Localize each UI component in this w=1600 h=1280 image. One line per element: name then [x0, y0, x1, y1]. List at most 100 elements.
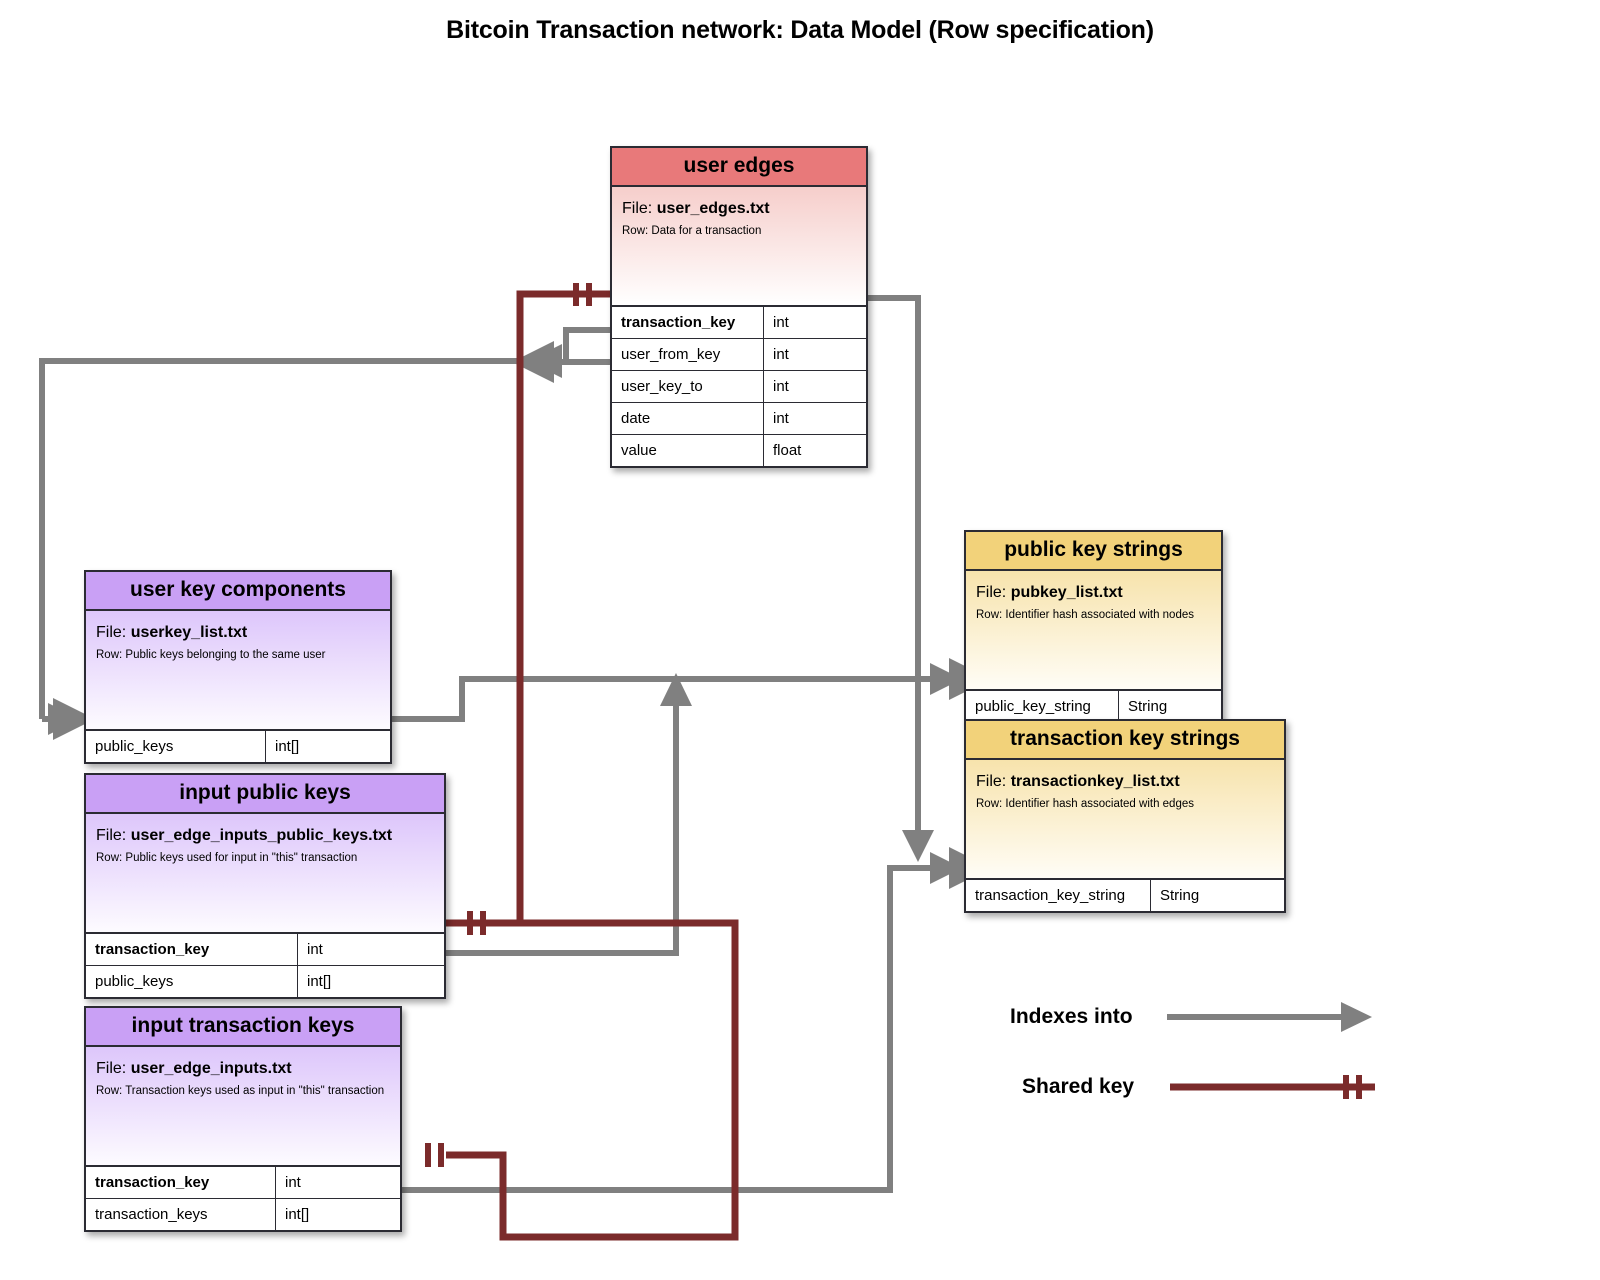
row-desc-text: Public keys belonging to the same user: [125, 649, 326, 662]
arrowhead-down-transactionkeystrings: [902, 830, 934, 862]
entity-title: input public keys: [86, 775, 444, 815]
file-name: user_edges.txt: [656, 200, 770, 218]
field-type: int: [773, 314, 789, 332]
field-name: transaction_key: [86, 1167, 276, 1199]
field-type: String: [1128, 698, 1168, 716]
field-type: int: [773, 346, 789, 364]
row-label: Row:: [976, 798, 1003, 811]
field-name: transaction_key_string: [966, 880, 1151, 912]
field-row[interactable]: value float: [612, 435, 866, 467]
field-row[interactable]: transaction_key_string String: [966, 880, 1284, 912]
file-name: userkey_list.txt: [130, 624, 248, 642]
entity-title: transaction key strings: [966, 721, 1284, 761]
entity-transaction-key-strings[interactable]: transaction key strings File: transactio…: [964, 719, 1286, 914]
page-title: Bitcoin Transaction network: Data Model …: [446, 16, 1154, 44]
row-desc-text: Public keys used for input in "this" tra…: [125, 852, 358, 865]
file-label: File:: [976, 584, 1007, 602]
entity-file: File: user_edge_inputs.txt: [96, 1059, 390, 1078]
field-name: date: [612, 403, 764, 435]
file-label: File:: [96, 1060, 127, 1078]
field-name: user_key_to: [612, 371, 764, 403]
field-row[interactable]: transaction_key int: [86, 934, 444, 967]
file-name: pubkey_list.txt: [1010, 584, 1123, 602]
field-name: value: [612, 435, 764, 467]
entity-file: File: user_edge_inputs_public_keys.txt: [96, 826, 434, 845]
entity-fields: transaction_key int user_from_key int us…: [612, 307, 866, 467]
field-row[interactable]: public_key_string String: [966, 691, 1221, 723]
wire-userkeys-left-trunk: [39, 358, 530, 719]
wire-transactionkey-to-transactionkeystrings: [866, 295, 921, 845]
file-label: File:: [976, 773, 1007, 791]
field-name: transaction_keys: [86, 1199, 276, 1231]
row-desc-text: Identifier hash associated with edges: [1005, 798, 1194, 811]
entity-row-desc: Row: Public keys belonging to the same u…: [96, 649, 380, 663]
file-label: File:: [622, 200, 653, 218]
field-type: int[]: [285, 1206, 310, 1224]
entity-meta: File: userkey_list.txt Row: Public keys …: [86, 611, 390, 732]
field-row[interactable]: transaction_key int: [612, 307, 866, 340]
legend-indexes-into: Indexes into: [1010, 1002, 1382, 1032]
wire-inputpublickeys-to-publickeystrings: [446, 700, 679, 956]
arrowheads: [48, 344, 962, 884]
field-row[interactable]: transaction_keys int[]: [86, 1199, 400, 1231]
legend-arrow-icon: [1166, 1002, 1372, 1032]
entity-public-key-strings[interactable]: public key strings File: pubkey_list.txt…: [964, 530, 1223, 725]
wire-userfromkey-to-userkeycomponents: [563, 327, 610, 360]
sharedkey-useredges-down: [516, 290, 610, 923]
row-label: Row:: [96, 649, 123, 662]
entity-fields: transaction_key_string String: [966, 880, 1284, 912]
field-type: int[]: [307, 973, 332, 991]
field-row[interactable]: public_keys int[]: [86, 731, 390, 763]
field-type: String: [1160, 887, 1200, 905]
entity-title: user edges: [612, 148, 866, 188]
file-name: user_edge_inputs.txt: [130, 1060, 292, 1078]
legend-label: Indexes into: [1010, 1005, 1133, 1028]
entity-title: input transaction keys: [86, 1008, 400, 1048]
row-label: Row:: [96, 1085, 123, 1098]
legend-label: Shared key: [1022, 1075, 1135, 1098]
row-label: Row:: [622, 225, 649, 238]
entity-meta: File: user_edge_inputs_public_keys.txt R…: [86, 814, 444, 935]
entity-fields: public_key_string String: [966, 691, 1221, 723]
sharedkey-ticks: [425, 283, 592, 1167]
field-row[interactable]: user_key_to int: [612, 371, 866, 404]
legend-shared-key-icon: [1170, 1075, 1376, 1099]
sharedkey-inputpublickeys: [446, 919, 739, 1241]
field-row[interactable]: date int: [612, 403, 866, 436]
file-label: File:: [96, 624, 127, 642]
field-type: float: [773, 442, 802, 460]
arrowhead-up-publickeystrings: [660, 673, 692, 706]
entity-meta: File: user_edge_inputs.txt Row: Transact…: [86, 1047, 400, 1168]
field-name: user_from_key: [612, 339, 764, 371]
field-type: int: [307, 941, 323, 959]
field-row[interactable]: public_keys int[]: [86, 966, 444, 998]
field-type: int: [285, 1174, 301, 1192]
entity-input-public-keys[interactable]: input public keys File: user_edge_inputs…: [84, 773, 446, 1000]
row-desc-text: Data for a transaction: [651, 225, 762, 238]
field-row[interactable]: user_from_key int: [612, 339, 866, 372]
arrowhead-right-userkeycomponents: [48, 703, 80, 735]
legend-shared-key: Shared key: [1022, 1072, 1385, 1102]
entity-fields: public_keys int[]: [86, 731, 390, 763]
arrowhead-right-transactionkeystrings: [930, 852, 962, 884]
entity-row-desc: Row: Identifier hash associated with edg…: [976, 798, 1274, 812]
field-name: public_key_string: [966, 691, 1119, 723]
entity-user-edges[interactable]: user edges File: user_edges.txt Row: Dat…: [610, 146, 868, 469]
entity-meta: File: user_edges.txt Row: Data for a tra…: [612, 187, 866, 308]
file-label: File:: [96, 827, 127, 845]
file-name: user_edge_inputs_public_keys.txt: [130, 827, 393, 845]
field-row[interactable]: transaction_key int: [86, 1167, 400, 1200]
entity-input-transaction-keys[interactable]: input transaction keys File: user_edge_i…: [84, 1006, 402, 1233]
entity-row-desc: Row: Identifier hash associated with nod…: [976, 609, 1211, 623]
entity-title: public key strings: [966, 532, 1221, 572]
wire-inputtransactionkeys-to-transactionkeystrings: [402, 865, 938, 1193]
entity-meta: File: pubkey_list.txt Row: Identifier ha…: [966, 571, 1221, 692]
entity-file: File: transactionkey_list.txt: [976, 772, 1274, 791]
entity-row-desc: Row: Public keys used for input in "this…: [96, 852, 434, 866]
entity-fields: transaction_key int transaction_keys int…: [86, 1167, 400, 1231]
entity-file: File: userkey_list.txt: [96, 623, 380, 642]
row-desc-text: Identifier hash associated with nodes: [1005, 609, 1194, 622]
entity-user-key-components[interactable]: user key components File: userkey_list.t…: [84, 570, 392, 765]
entity-title: user key components: [86, 572, 390, 612]
